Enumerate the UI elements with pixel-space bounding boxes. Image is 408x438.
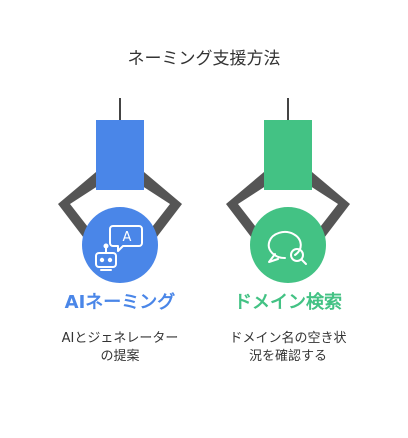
icon-letter-a: A xyxy=(123,230,132,245)
desc-line: ドメイン名の空き状 xyxy=(229,331,347,346)
heading-domain-search: ドメイン検索 xyxy=(234,292,342,313)
desc-line: の提案 xyxy=(100,349,140,364)
claw-body-green xyxy=(264,120,312,190)
chat-search-icon xyxy=(267,231,307,265)
desc-domain-search: ドメイン名の空き状 況を確認する xyxy=(198,330,378,366)
robot-chat-icon xyxy=(95,225,143,271)
desc-ai-naming: AIとジェネレーター の提案 xyxy=(30,330,210,366)
desc-line: AIとジェネレーター xyxy=(61,331,179,346)
heading-ai-naming: AIネーミング xyxy=(64,292,176,313)
claw-ai-naming: A xyxy=(58,98,182,283)
icon-circle-blue xyxy=(82,207,158,283)
icon-circle-green xyxy=(250,207,326,283)
page-title: ネーミング支援方法 xyxy=(127,49,281,69)
claw-body-blue xyxy=(96,120,144,190)
desc-line: 況を確認する xyxy=(248,349,327,364)
claw-domain-search xyxy=(226,98,350,283)
